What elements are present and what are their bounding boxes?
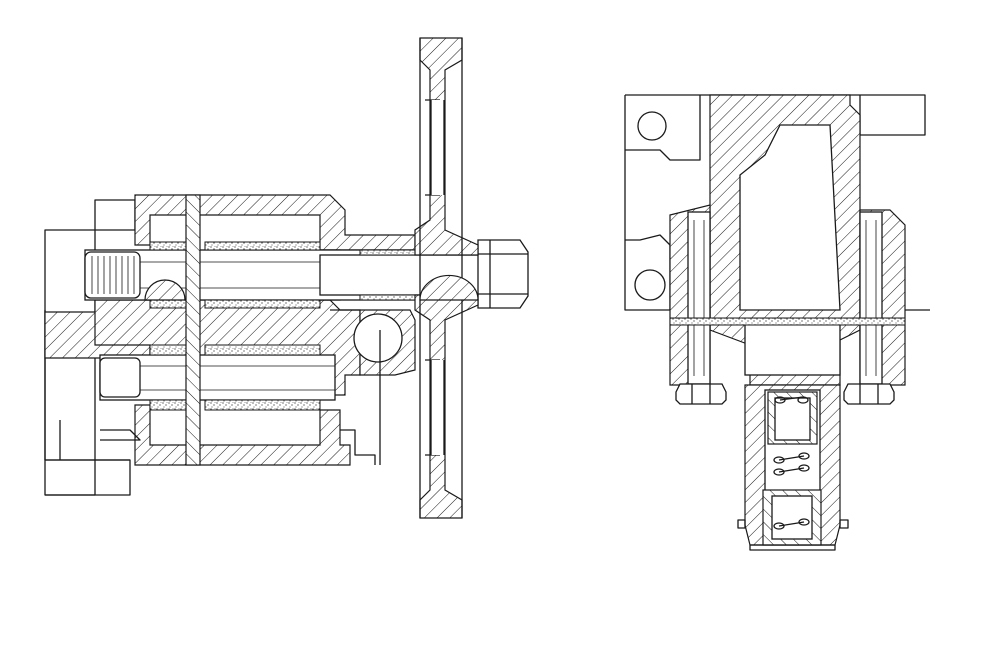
upper-spring: [774, 396, 809, 404]
shaft-nut: [477, 239, 529, 309]
pump-section-view: [44, 37, 529, 519]
left-bolt: [687, 211, 711, 385]
woodruff-key-left: [144, 279, 186, 301]
middle-spring: [773, 452, 810, 476]
shaft-sleeve: [359, 249, 416, 256]
valve-section-view: [624, 94, 930, 551]
woodruff-key-right: [419, 274, 479, 301]
piston-chamber: [744, 319, 841, 376]
right-bolt: [859, 211, 883, 385]
left-bolt-head: [675, 383, 727, 405]
mounting-hole-top: [637, 111, 667, 141]
sprocket-flange: [414, 37, 479, 256]
center-plate: [185, 194, 201, 466]
end-cover-lower: [44, 420, 131, 496]
gasket: [669, 317, 906, 326]
lower-spring: [773, 518, 810, 530]
bearing-pocket: [353, 313, 403, 363]
drain-fitting: [340, 330, 381, 465]
retaining-ring: [737, 519, 849, 529]
mounting-hole-bottom: [634, 269, 666, 301]
tapered-bore: [739, 124, 841, 311]
lower-bushing: [149, 344, 191, 356]
upper-bushing-left: [149, 241, 191, 251]
housing-bottom: [134, 404, 351, 466]
right-bolt-head: [843, 383, 895, 405]
